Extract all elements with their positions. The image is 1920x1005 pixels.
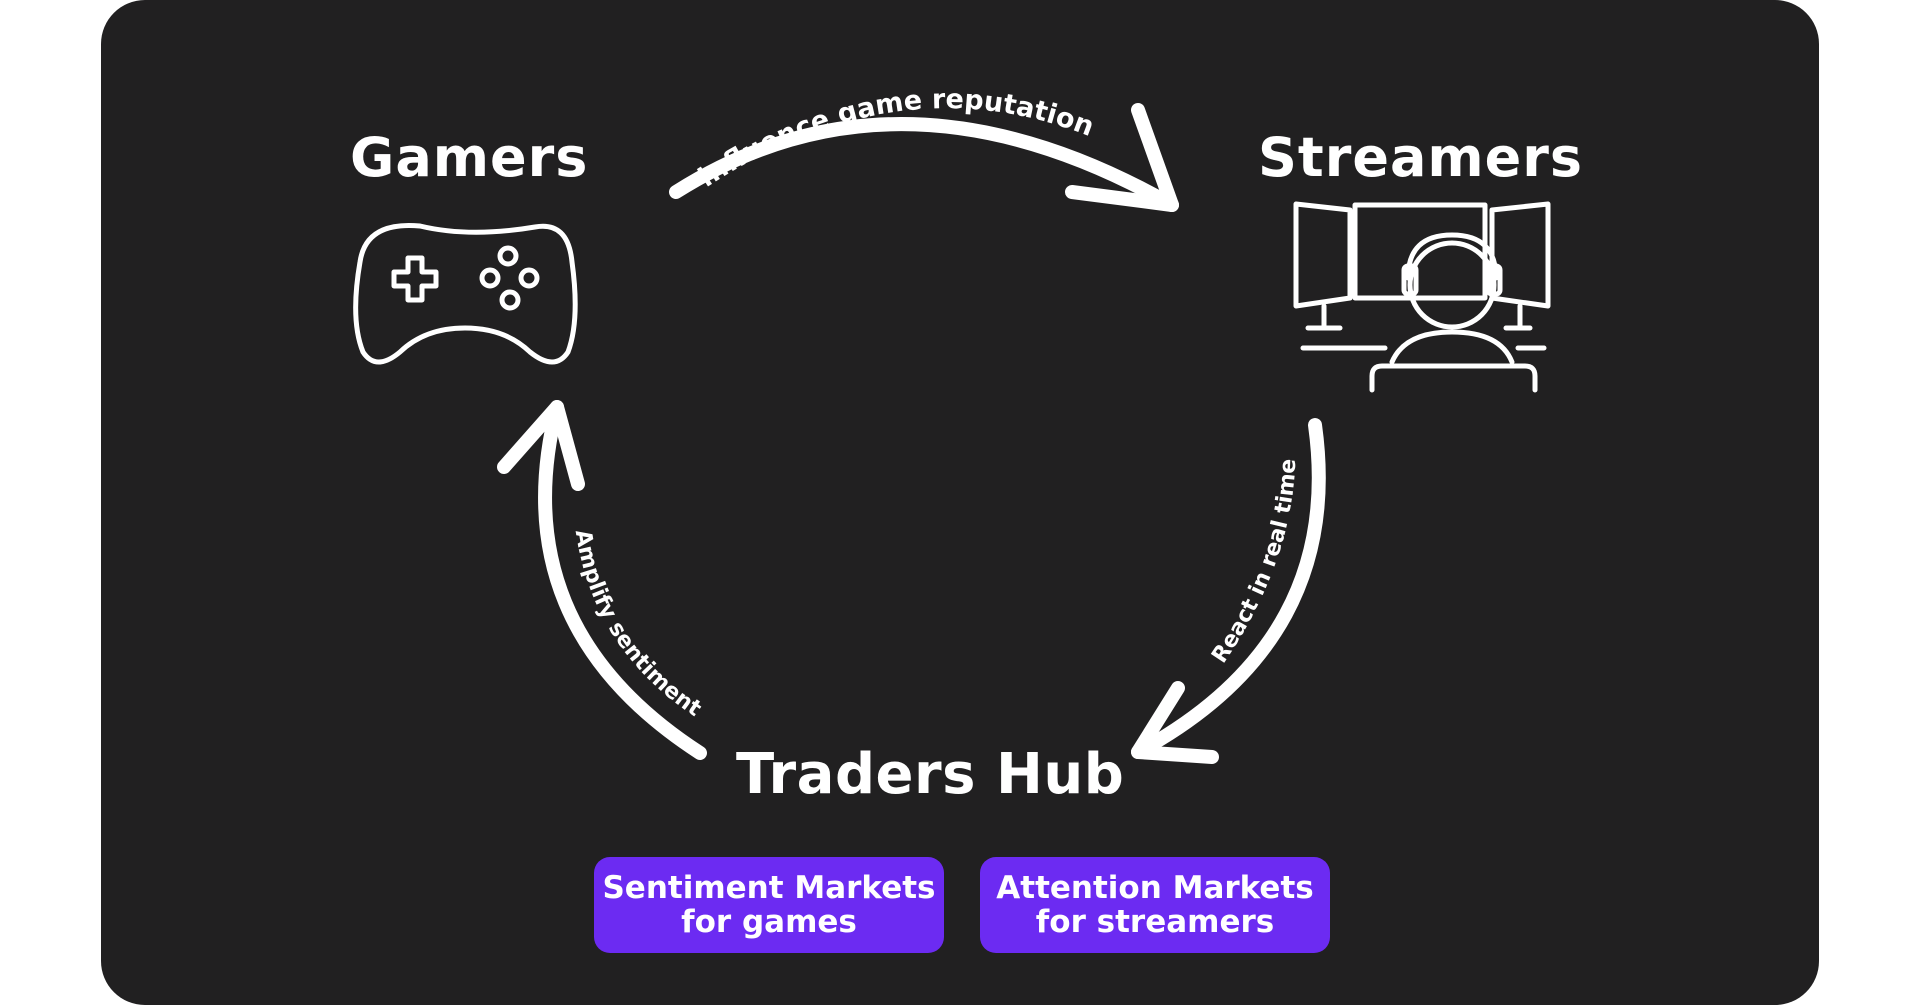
sentiment-markets-badge: Sentiment Markets for games: [594, 857, 944, 953]
streamer-setup-icon: [1293, 201, 1551, 393]
gamers-title: Gamers: [350, 126, 589, 189]
sentiment-markets-line2: for games: [681, 904, 857, 940]
gamepad-icon: [353, 222, 578, 365]
arrow-gamers-to-streamers: [669, 103, 1179, 212]
arrow-streamers-to-traders: [1131, 418, 1326, 764]
sentiment-markets-line1: Sentiment Markets: [602, 870, 936, 906]
arrow-traders-to-gamers: [497, 400, 707, 760]
streamers-title: Streamers: [1258, 126, 1584, 189]
edge-label-right: React in real time: [1207, 458, 1301, 667]
attention-markets-line2: for streamers: [1035, 904, 1275, 940]
edge-label-left: Amplify sentiment: [570, 528, 706, 722]
traders-hub-title: Traders Hub: [736, 742, 1125, 807]
diagram-card: [101, 0, 1819, 1005]
attention-markets-badge: Attention Markets for streamers: [980, 857, 1330, 953]
attention-markets-line1: Attention Markets: [996, 870, 1314, 906]
